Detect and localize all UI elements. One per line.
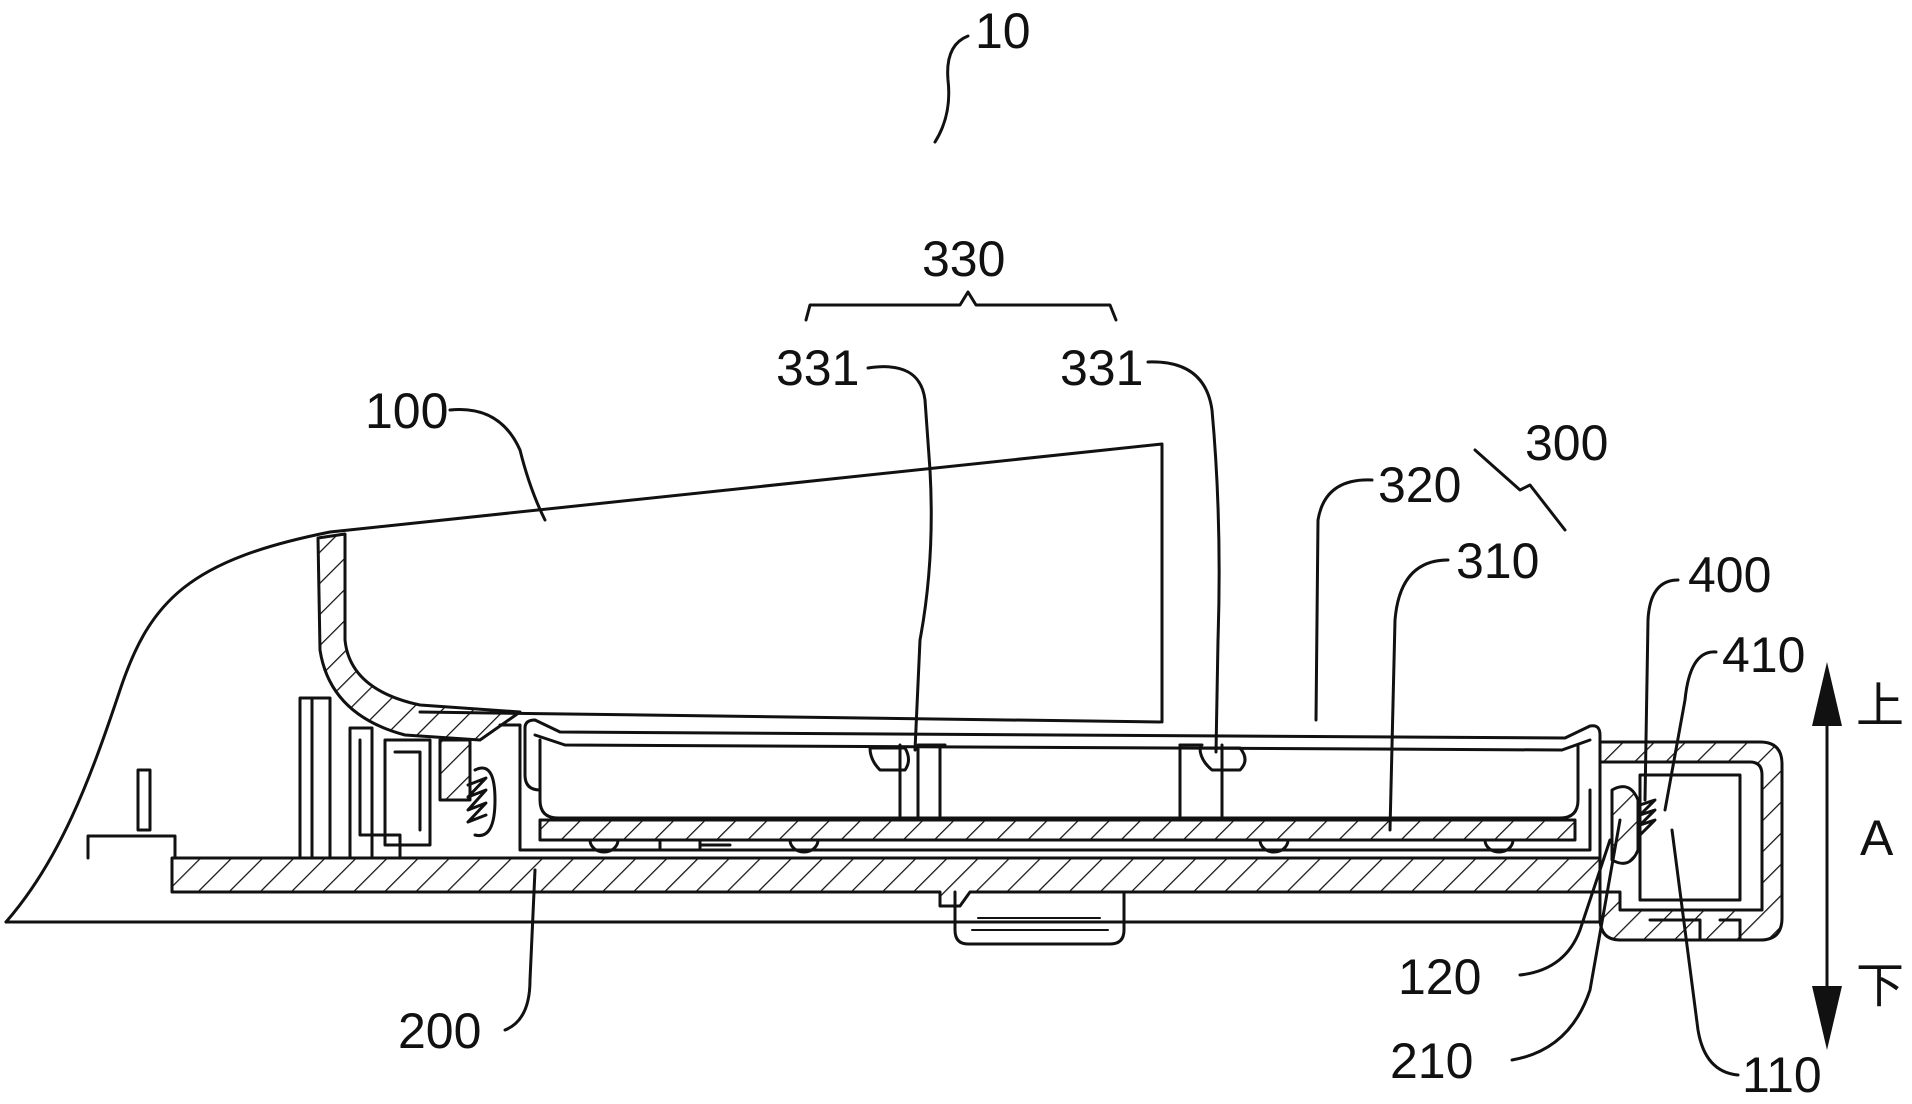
label-320: 320 <box>1378 457 1461 513</box>
outer-shell-100 <box>4 442 1164 924</box>
arrow-up-icon <box>1812 662 1842 726</box>
leader-200 <box>503 868 537 1032</box>
leader-410 <box>1663 650 1718 812</box>
leader-110 <box>1670 828 1740 1077</box>
arrow-down-icon <box>1812 986 1842 1050</box>
shell-inner-wall <box>316 532 522 742</box>
direction-down-label: 下 <box>1856 958 1904 1014</box>
right-inner-detail <box>1648 918 1742 942</box>
tray-outer-wall <box>498 723 1592 852</box>
left-post-c <box>383 738 432 847</box>
shell-top-ledge <box>418 710 1162 724</box>
left-post-b <box>348 726 402 860</box>
leader-331-left <box>866 365 933 752</box>
left-step <box>86 834 177 860</box>
leader-10 <box>933 34 970 144</box>
tray-feet <box>588 838 1515 854</box>
label-330: 330 <box>922 231 1005 287</box>
leader-120 <box>1518 838 1612 977</box>
leader-400 <box>1643 578 1680 802</box>
leader-100 <box>448 408 547 522</box>
label-410: 410 <box>1722 627 1805 683</box>
base-plate-200 <box>170 856 1602 908</box>
left-spring <box>466 776 488 824</box>
label-100: 100 <box>365 383 448 439</box>
base-foot-inner <box>971 917 1109 931</box>
brace-300 <box>1473 448 1567 532</box>
spring-410 <box>1638 798 1657 837</box>
label-300: 300 <box>1525 415 1608 471</box>
label-310: 310 <box>1456 533 1539 589</box>
clip-400 <box>1610 785 1640 865</box>
label-331-left: 331 <box>776 340 859 396</box>
label-400: 400 <box>1688 547 1771 603</box>
direction-up-label: 上 <box>1856 678 1904 734</box>
label-200: 200 <box>398 1003 481 1059</box>
lid-320-inner <box>533 733 1592 752</box>
tray-310-floor <box>538 818 1577 842</box>
post-331-right <box>1178 743 1247 822</box>
tray-center-pad <box>658 838 732 852</box>
label-10: 10 <box>975 3 1031 59</box>
outer-shell-bottom <box>4 890 1602 924</box>
tray-310-body <box>538 738 1580 820</box>
left-small-stub <box>136 768 152 832</box>
post-331-left <box>868 743 942 822</box>
leader-331-right <box>1146 360 1221 754</box>
base-foot <box>953 890 1126 946</box>
label-331-right: 331 <box>1060 340 1143 396</box>
left-clip <box>438 738 472 802</box>
post-331-left-b <box>916 743 947 820</box>
lid-320-rim-left <box>523 726 542 792</box>
leader-320 <box>1314 478 1374 722</box>
label-120: 120 <box>1398 949 1481 1005</box>
label-210: 210 <box>1390 1033 1473 1089</box>
label-110: 110 <box>1742 1047 1822 1103</box>
right-housing <box>1598 740 1784 942</box>
direction-axis-label: A <box>1860 810 1894 866</box>
lid-320 <box>523 718 1602 772</box>
left-post-a <box>298 696 332 860</box>
right-inner-block <box>1638 773 1742 902</box>
leader-210 <box>1510 818 1622 1062</box>
brace-330 <box>804 290 1118 322</box>
left-clip-body <box>473 766 497 838</box>
leader-310 <box>1388 558 1450 832</box>
